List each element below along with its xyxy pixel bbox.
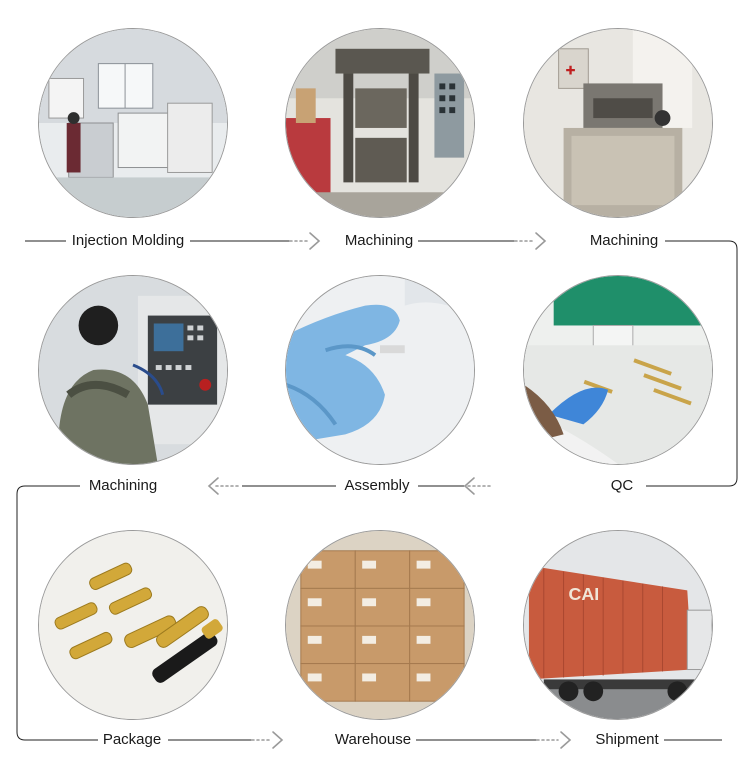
step-label-assembly: Assembly [342, 477, 412, 495]
step-label-machining-2: Machining [587, 232, 661, 250]
step-label-machining-1: Machining [342, 232, 416, 250]
press-machine-photo [285, 28, 475, 218]
step-label-warehouse: Warehouse [332, 731, 414, 749]
step-label-package: Package [100, 731, 164, 749]
cnc-operator-photo [38, 275, 228, 465]
gold-parts-package-photo [38, 530, 228, 720]
carton-stack-photo [285, 530, 475, 720]
step-label-qc: QC [608, 477, 636, 495]
container-truck-photo: CAI [523, 530, 713, 720]
factory-floor-photo [38, 28, 228, 218]
step-label-shipment: Shipment [593, 731, 661, 749]
quality-inspection-photo [523, 275, 713, 465]
svg-text:CAI: CAI [569, 584, 600, 604]
milling-machine-photo: ✚ [523, 28, 713, 218]
gloved-hands-assembly-photo [285, 275, 475, 465]
svg-text:✚: ✚ [566, 64, 576, 78]
step-label-injection-molding: Injection Molding [69, 232, 187, 250]
step-label-machining-3: Machining [86, 477, 160, 495]
